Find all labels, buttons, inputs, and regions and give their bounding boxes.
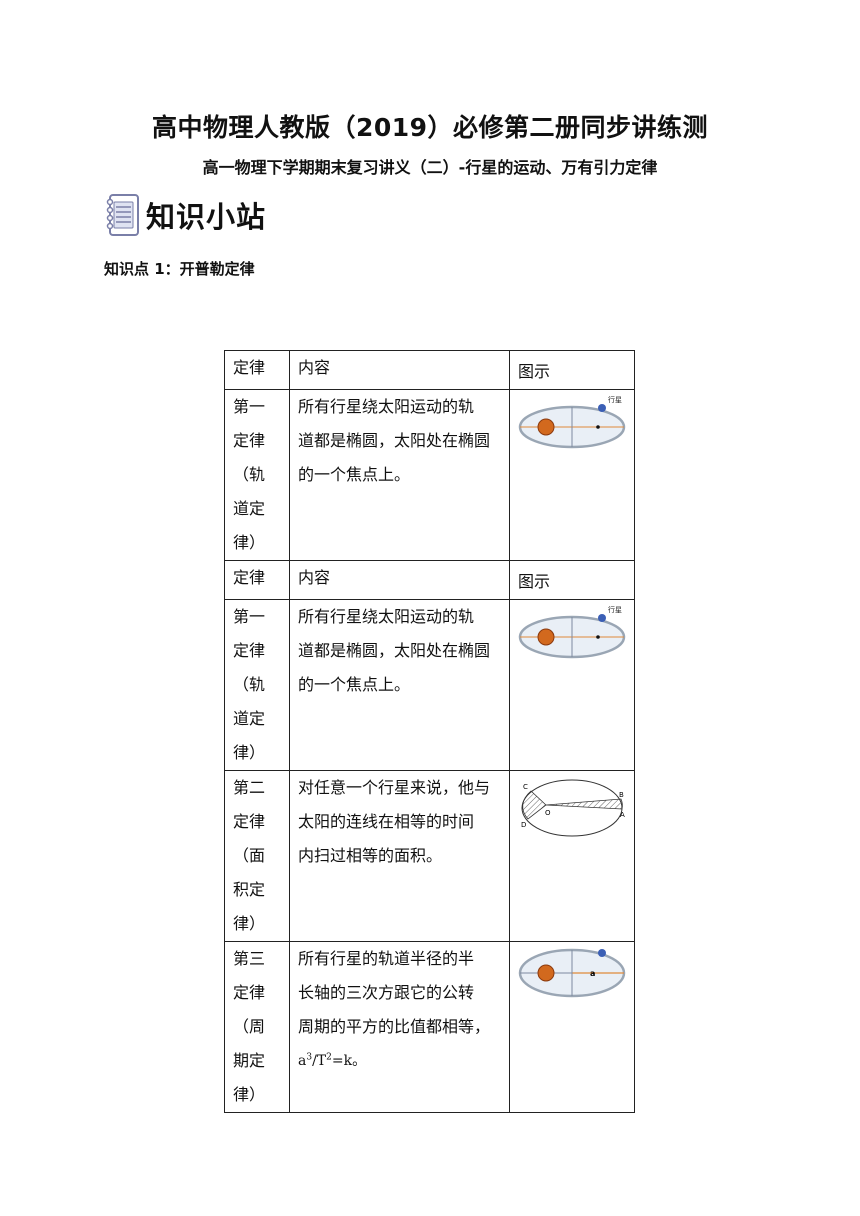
table-header-row: 定律 内容 图示 (224, 350, 635, 390)
header-cell-law: 定律 (224, 350, 290, 390)
header-cell-content: 内容 (289, 560, 510, 600)
table-row-third-law: 第三 定律 （周 期定 律） 所有行星的轨道半径的半 长轴的三次方跟它的公转 周… (224, 941, 635, 1113)
formula-rest: =k。 (331, 1053, 367, 1069)
law-content: 所有行星的轨道半径的半 长轴的三次方跟它的公转 周期的平方的比值都相等， a3/… (298, 942, 503, 1078)
header-cell-content: 内容 (289, 350, 510, 390)
section-title: 知识小站 (146, 200, 267, 234)
label-a: A (620, 811, 625, 819)
label-o: O (545, 809, 551, 817)
header-cell-law: 定律 (224, 560, 290, 600)
formula-t: /T (312, 1053, 327, 1069)
document-title: 高中物理人教版（2019）必修第二册同步讲练测 (151, 113, 709, 142)
table-header-row-repeat: 定律 内容 图示 (224, 560, 635, 600)
header-cell-diagram: 图示 (509, 350, 635, 390)
law-name: 第一 定律 （轨 道定 律） (233, 397, 266, 552)
table-row-second-law: 第二 定律 （面 积定 律） 对任意一个行星来说，他与 太阳的连线在相等的时间 … (224, 770, 635, 942)
law-content-line: 周期的平方的比值都相等， (298, 1017, 491, 1036)
kepler-formula: a3/T2=k。 (298, 1044, 503, 1078)
planet-label: 行星 (608, 395, 622, 404)
document-subtitle: 高一物理下学期期末复习讲义（二）-行星的运动、万有引力定律 (202, 158, 658, 177)
label-d: D (521, 821, 526, 829)
kepler-laws-table: 定律 内容 图示 第一 定律 （轨 道定 律） 所有行星绕太阳运动的轨 道都是椭… (224, 350, 635, 1113)
section-header: 知识小站 (104, 191, 266, 239)
law-name: 第一 定律 （轨 道定 律） (233, 607, 266, 762)
law-content-line: 所有行星的轨道半径的半 (298, 949, 475, 968)
table-row-first-law: 第一 定律 （轨 道定 律） 所有行星绕太阳运动的轨 道都是椭圆，太阳处在椭圆 … (224, 389, 635, 561)
law-content: 所有行星绕太阳运动的轨 道都是椭圆，太阳处在椭圆 的一个焦点上。 (298, 397, 491, 484)
semi-major-axis-label: a (590, 969, 595, 978)
law-name: 第二 定律 （面 积定 律） (233, 778, 266, 933)
header-cell-diagram: 图示 (509, 560, 635, 600)
first-law-orbit-diagram: 行星 (518, 395, 626, 449)
formula-a: a (298, 1053, 307, 1069)
formula-t-exponent: 2 (326, 1052, 332, 1063)
law-name: 第三 定律 （周 期定 律） (233, 949, 266, 1104)
law-content: 对任意一个行星来说，他与 太阳的连线在相等的时间 内扫过相等的面积。 (298, 778, 491, 865)
table-row-first-law-repeat: 第一 定律 （轨 道定 律） 所有行星绕太阳运动的轨 道都是椭圆，太阳处在椭圆 … (224, 599, 635, 771)
planet-label: 行星 (608, 605, 622, 614)
label-b: B (619, 791, 624, 799)
third-law-orbit-diagram: a (518, 948, 626, 998)
first-law-orbit-diagram: 行星 (518, 605, 626, 659)
formula-a-exponent: 3 (306, 1052, 313, 1063)
law-content-line: 长轴的三次方跟它的公转 (298, 983, 475, 1002)
notebook-icon (106, 194, 139, 236)
second-law-area-diagram: C D O B A (521, 779, 625, 837)
knowledge-point-heading: 知识点 1：开普勒定律 (104, 260, 255, 278)
label-c: C (523, 783, 528, 791)
law-content: 所有行星绕太阳运动的轨 道都是椭圆，太阳处在椭圆 的一个焦点上。 (298, 607, 491, 694)
